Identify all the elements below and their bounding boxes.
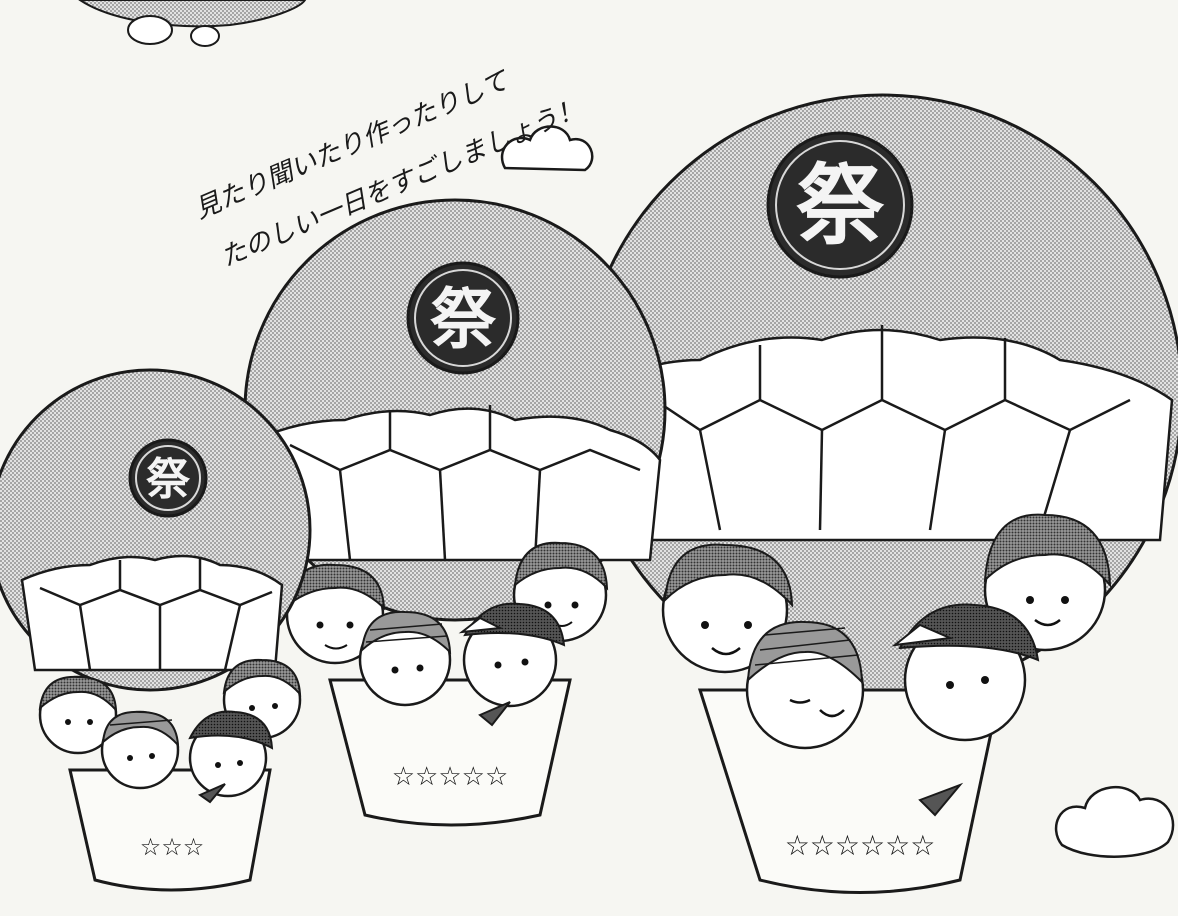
child-striped-hair: [745, 620, 865, 750]
child-girl-pigtails: [661, 543, 794, 674]
stars-small: ☆☆☆: [140, 833, 205, 861]
corner-character: [78, 0, 307, 47]
emblem-small: 祭: [146, 454, 191, 505]
cloud-icon: [1054, 786, 1175, 858]
child-girl-small: [38, 675, 118, 755]
child-striped-small: [100, 710, 180, 790]
stars-medium: ☆☆☆☆☆: [392, 762, 509, 792]
cloud-icon: [500, 125, 594, 172]
child-cap-small: [188, 710, 274, 804]
balloon-small: 祭 ☆☆☆: [0, 368, 312, 892]
balloon-medium: 祭 ☆☆☆☆☆: [243, 198, 667, 827]
emblem-large: 祭: [796, 153, 885, 257]
stars-large: ☆☆☆☆☆☆: [785, 829, 936, 862]
balloon-large: 祭 ☆☆☆☆☆☆: [580, 93, 1178, 894]
emblem-medium: 祭: [430, 280, 497, 358]
child-striped-center: [358, 610, 452, 707]
child-cap-center: [458, 602, 566, 727]
child-cap-boy: [891, 603, 1040, 817]
